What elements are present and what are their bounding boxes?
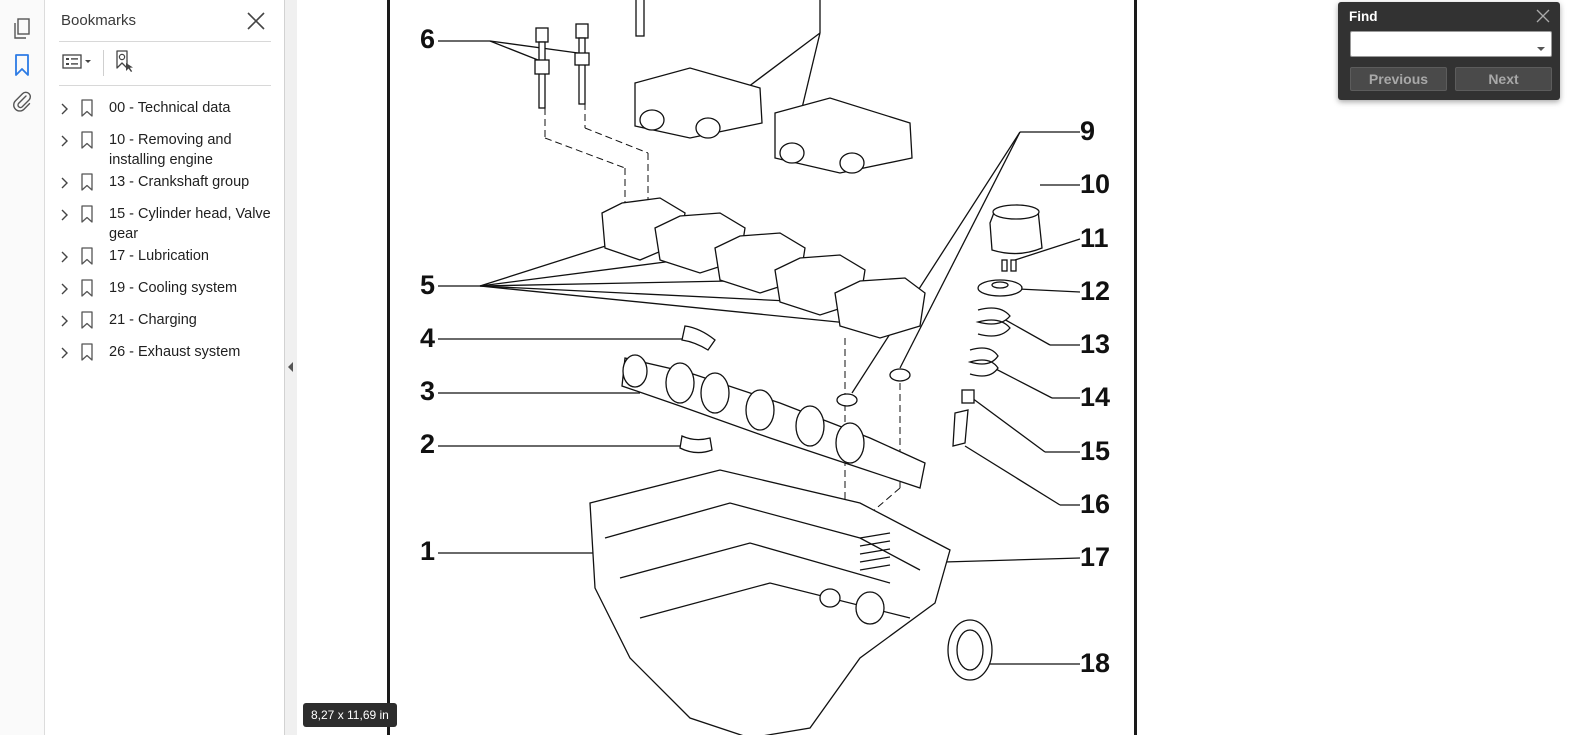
diagram-callout: 1 xyxy=(420,536,436,566)
bookmarks-panel: Bookmarks xyxy=(45,0,285,735)
bookmark-label: 13 - Crankshaft group xyxy=(109,174,250,190)
diagram-callout: 9 xyxy=(1080,116,1096,146)
bookmark-icon xyxy=(79,278,95,298)
bookmark-icon[interactable] xyxy=(9,52,35,78)
chevron-right-icon[interactable] xyxy=(57,131,73,151)
diagram-callout: 14 xyxy=(1080,382,1111,412)
bookmark-icon xyxy=(79,98,95,118)
bookmark-label: 17 - Lubrication xyxy=(109,248,209,264)
bookmark-label: 00 - Technical data xyxy=(109,100,231,116)
diagram-callout: 6 xyxy=(420,24,436,54)
diagram-callout: 13 xyxy=(1080,329,1111,359)
bookmark-icon xyxy=(79,310,95,330)
chevron-right-icon[interactable] xyxy=(57,279,73,299)
diagram-callout: 2 xyxy=(420,429,436,459)
diagram-callout: 17 xyxy=(1080,542,1111,572)
bookmark-item[interactable]: 00 - Technical data xyxy=(45,96,285,128)
find-next-button[interactable]: Next xyxy=(1455,67,1552,91)
panel-title: Bookmarks xyxy=(61,12,137,29)
exploded-diagram xyxy=(438,0,1081,735)
bookmark-item[interactable]: 15 - Cylinder head, Valve gear xyxy=(45,202,285,244)
chevron-right-icon[interactable] xyxy=(57,343,73,363)
bookmark-icon xyxy=(79,246,95,266)
new-bookmark-icon xyxy=(112,49,136,78)
diagram-callout: 15 xyxy=(1080,436,1111,466)
page-size-tooltip: 8,27 x 11,69 in xyxy=(303,703,397,727)
options-menu-icon xyxy=(61,51,93,76)
collapse-panel-grip[interactable] xyxy=(285,355,297,379)
bookmark-label: 19 - Cooling system xyxy=(109,280,238,296)
bookmark-item[interactable]: 19 - Cooling system xyxy=(45,276,285,308)
bookmark-label: 10 - Removing and installing engine xyxy=(109,132,232,168)
bookmark-icon xyxy=(79,130,95,150)
chevron-right-icon[interactable] xyxy=(57,205,73,225)
diagram-callout: 5 xyxy=(420,270,436,300)
attachment-icon[interactable] xyxy=(9,88,35,114)
find-input[interactable] xyxy=(1350,31,1552,57)
tool-rail xyxy=(0,0,45,735)
options-menu-button[interactable] xyxy=(61,50,93,76)
diagram-callout: 16 xyxy=(1080,489,1111,519)
diagram-callout: 18 xyxy=(1080,648,1111,678)
bookmark-label: 26 - Exhaust system xyxy=(109,344,241,360)
find-panel: Find Previous Next xyxy=(1338,2,1560,100)
diagram-callout: 4 xyxy=(420,323,436,353)
bookmark-icon xyxy=(79,342,95,362)
close-icon[interactable] xyxy=(245,10,267,32)
diagram-callout: 3 xyxy=(420,376,436,406)
chevron-right-icon[interactable] xyxy=(57,99,73,119)
bookmark-icon xyxy=(79,172,95,192)
diagram-callout: 11 xyxy=(1080,223,1109,253)
bookmark-item[interactable]: 26 - Exhaust system xyxy=(45,340,285,372)
bookmark-item[interactable]: 21 - Charging xyxy=(45,308,285,340)
bookmark-item[interactable]: 17 - Lubrication xyxy=(45,244,285,276)
chevron-right-icon[interactable] xyxy=(57,173,73,193)
bookmark-list: 00 - Technical data 10 - Removing and ins… xyxy=(45,96,285,372)
diagram-callout: 10 xyxy=(1080,169,1111,199)
panel-divider xyxy=(59,41,271,42)
find-previous-button[interactable]: Previous xyxy=(1350,67,1447,91)
bookmark-icon xyxy=(79,204,95,224)
bookmark-item[interactable]: 13 - Crankshaft group xyxy=(45,170,285,202)
panel-divider xyxy=(59,85,271,86)
chevron-right-icon[interactable] xyxy=(57,247,73,267)
bookmark-label: 21 - Charging xyxy=(109,312,197,328)
close-icon[interactable] xyxy=(1536,9,1550,23)
pages-icon[interactable] xyxy=(9,16,35,42)
new-bookmark-button[interactable] xyxy=(111,49,137,78)
bookmark-label: 15 - Cylinder head, Valve gear xyxy=(109,206,271,242)
tool-separator xyxy=(103,50,104,76)
find-title: Find xyxy=(1349,9,1378,24)
chevron-right-icon[interactable] xyxy=(57,311,73,331)
bookmark-item[interactable]: 10 - Removing and installing engine xyxy=(45,128,285,170)
diagram-callout: 12 xyxy=(1080,276,1111,306)
